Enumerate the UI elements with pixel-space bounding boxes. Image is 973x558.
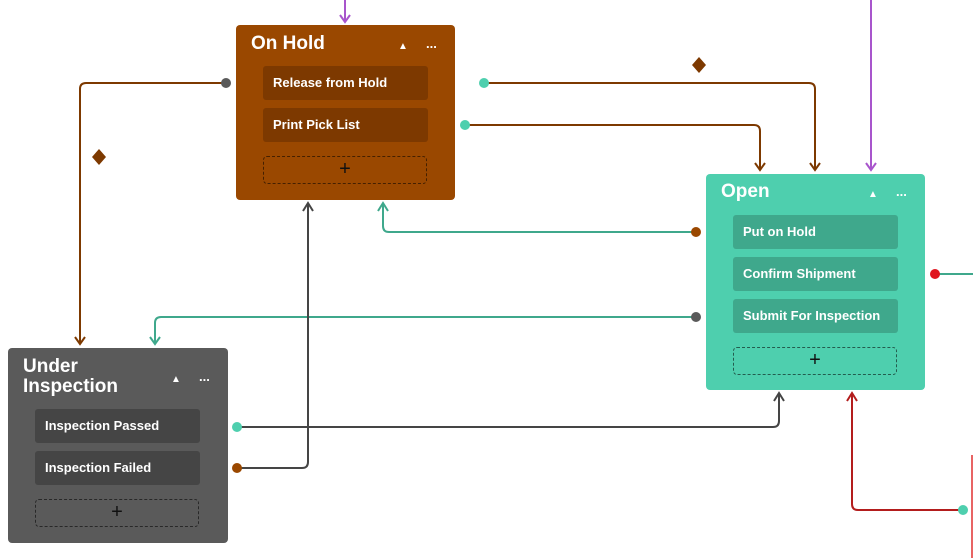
diamond-marker-top[interactable]: [692, 57, 706, 73]
state-node-on-hold[interactable]: On Hold ▲ ... Release from Hold Print Pi…: [236, 25, 455, 200]
node-title: On Hold: [251, 33, 325, 54]
edge-submit-for-inspection[interactable]: [149, 312, 701, 346]
edge-print-pick-list[interactable]: [460, 120, 766, 172]
node-title: Under Inspection: [23, 357, 118, 397]
caret-up-icon[interactable]: ▲: [398, 41, 408, 52]
more-icon[interactable]: ...: [199, 369, 210, 384]
add-transition-button[interactable]: +: [35, 499, 199, 527]
diamond-marker-left[interactable]: [92, 149, 106, 165]
edge-incoming-onhold[interactable]: [339, 0, 351, 24]
transition-print-pick-list[interactable]: Print Pick List: [263, 108, 428, 142]
edge-incoming-open[interactable]: [865, 0, 877, 172]
transition-put-on-hold[interactable]: Put on Hold: [733, 215, 898, 249]
edge-inspection-failed[interactable]: [232, 201, 314, 473]
more-icon[interactable]: ...: [426, 36, 437, 51]
edge-incoming-red[interactable]: [846, 391, 973, 558]
add-transition-button[interactable]: +: [263, 156, 427, 184]
edge-put-on-hold[interactable]: [377, 201, 701, 237]
transition-inspection-failed[interactable]: Inspection Failed: [35, 451, 200, 485]
state-node-under-inspection[interactable]: Under Inspection ▲ ... Inspection Passed…: [8, 348, 228, 543]
edge-release-from-hold[interactable]: [479, 78, 821, 172]
node-title-line: Under: [23, 356, 78, 377]
caret-up-icon[interactable]: ▲: [171, 374, 181, 385]
edge-confirm-shipment[interactable]: [930, 269, 973, 279]
state-node-open[interactable]: Open ▲ ... Put on Hold Confirm Shipment …: [706, 174, 925, 390]
node-title: Open: [721, 181, 770, 202]
caret-up-icon[interactable]: ▲: [868, 189, 878, 200]
node-title-line: Inspection: [23, 376, 119, 397]
transition-inspection-passed[interactable]: Inspection Passed: [35, 409, 200, 443]
edge-inspection-passed[interactable]: [232, 391, 785, 432]
transition-submit-for-inspection[interactable]: Submit For Inspection: [733, 299, 898, 333]
more-icon[interactable]: ...: [896, 184, 907, 199]
transition-confirm-shipment[interactable]: Confirm Shipment: [733, 257, 898, 291]
transition-release-from-hold[interactable]: Release from Hold: [263, 66, 428, 100]
edge-onhold-to-under-inspection[interactable]: [74, 78, 231, 346]
add-transition-button[interactable]: +: [733, 347, 897, 375]
